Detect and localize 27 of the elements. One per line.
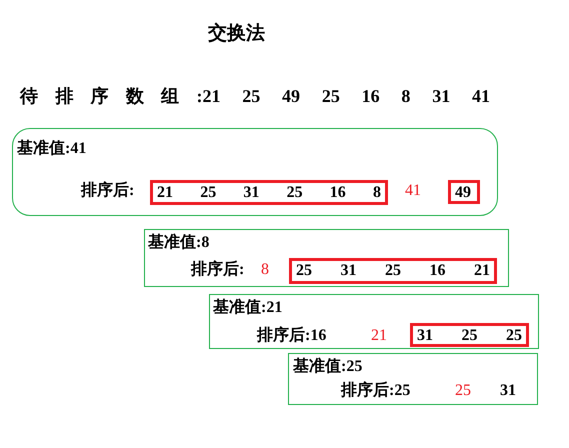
- sorted-value: 排序后:16: [257, 326, 326, 346]
- sorted-value: 排序后:: [81, 181, 134, 201]
- pivot-heading: 基准值:8: [148, 233, 210, 253]
- step-panel: [144, 229, 509, 287]
- step-panel: [209, 294, 539, 349]
- highlight-box: [410, 323, 529, 347]
- pivot-heading: 基准值:25: [293, 357, 362, 377]
- step-panel: [12, 128, 498, 216]
- sorted-value: 31: [500, 381, 516, 401]
- pivot-heading: 基准值:41: [17, 139, 86, 159]
- sorted-value: 41: [405, 181, 421, 201]
- highlight-box: [448, 180, 480, 204]
- pivot-heading: 基准值:21: [213, 298, 282, 318]
- number-sequence: 21 25 31 25 16 8: [156, 183, 382, 203]
- number-sequence: 49: [454, 183, 472, 203]
- number-sequence: 31 25 25: [416, 326, 523, 346]
- sorted-value: 25: [455, 381, 471, 401]
- title: 交换法: [208, 24, 265, 44]
- sorted-value: 8: [261, 260, 269, 280]
- step-panel: [288, 353, 538, 405]
- array-text: 待排序数组:21 25 49 25 16 8 31 41: [20, 86, 490, 106]
- number-sequence: 25 31 25 16 21: [295, 261, 491, 281]
- sorted-value: 排序后:: [191, 260, 244, 280]
- sorted-value: 21: [371, 326, 387, 346]
- highlight-box: [150, 180, 388, 205]
- highlight-box: [289, 258, 497, 284]
- sorted-value: 排序后:25: [341, 381, 410, 401]
